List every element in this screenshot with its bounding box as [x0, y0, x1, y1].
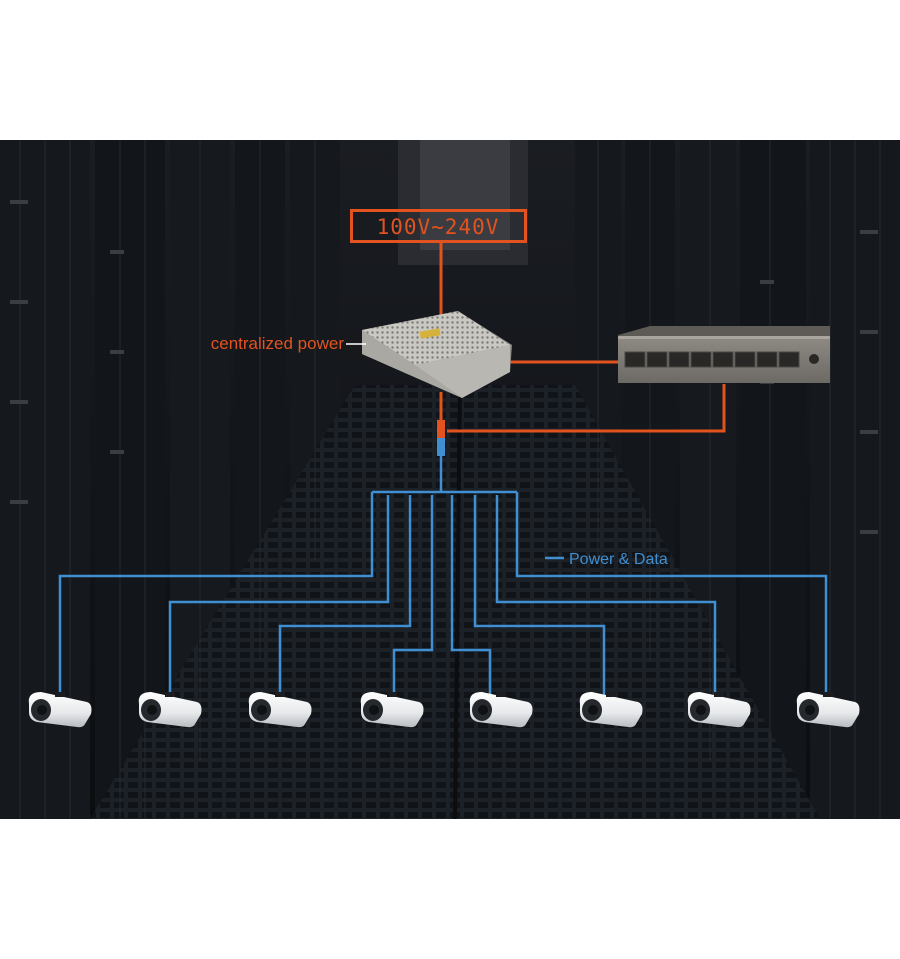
camera-row — [28, 692, 860, 728]
switch-ports — [624, 351, 800, 368]
power-data-cables — [58, 456, 828, 700]
power-supply-unit — [362, 311, 512, 398]
camera-3 — [248, 692, 312, 728]
camera-2 — [138, 692, 202, 728]
poe-splitter — [437, 420, 445, 456]
camera-8 — [796, 692, 860, 728]
camera-7 — [687, 692, 751, 728]
camera-5 — [469, 692, 533, 728]
power-supply-label: centralized power — [211, 334, 345, 353]
poe-topology-diagram: 100V~240V centralized power — [0, 140, 900, 819]
camera-1 — [28, 692, 92, 728]
camera-4 — [360, 692, 424, 728]
camera-6 — [579, 692, 643, 728]
voltage-label: 100V~240V — [377, 215, 500, 239]
poe-switch — [618, 326, 830, 383]
power-cables — [439, 242, 726, 433]
cable-legend-label: Power & Data — [569, 551, 668, 568]
voltage-label-box: 100V~240V — [350, 209, 527, 243]
